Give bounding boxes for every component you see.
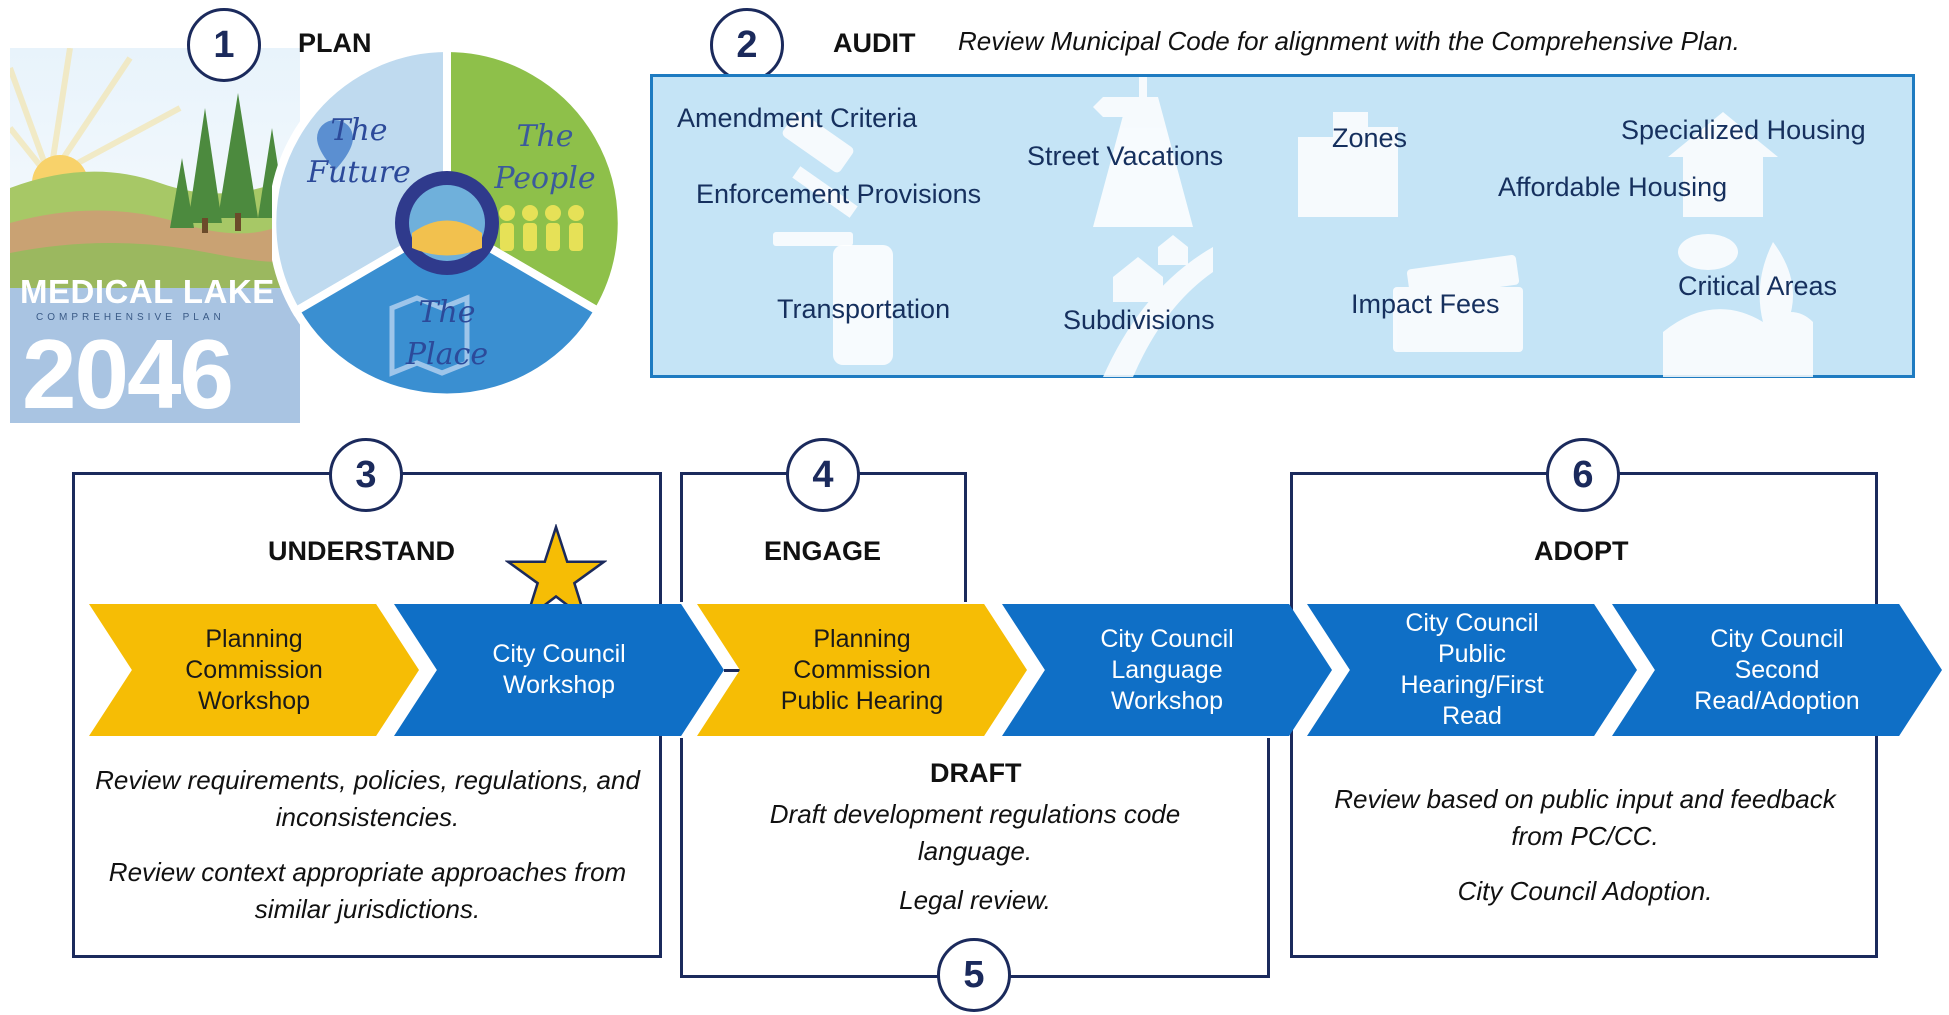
place-segment <box>290 218 604 402</box>
chevron-city-council-workshop: City Council Workshop <box>394 604 724 736</box>
segment-future-label: The Future <box>307 113 411 190</box>
step-4-number: 4 <box>786 438 860 512</box>
step-3-number: 3 <box>329 438 403 512</box>
logo-year: 2046 <box>22 319 234 429</box>
people-icon <box>499 205 584 251</box>
comprehensive-plan-logo: MEDICAL LAKE COMPREHENSIVE PLAN 2046 <box>7 47 301 429</box>
step-1-label: PLAN <box>298 28 372 58</box>
gavel-icon <box>773 111 858 246</box>
buildings-icon <box>1298 112 1398 217</box>
audit-street-vacations: Street Vacations <box>1027 141 1224 171</box>
landscape-illustration <box>7 47 301 423</box>
step-6-number: 6 <box>1546 438 1620 512</box>
draft-description: Draft development regulations code langu… <box>720 796 1230 937</box>
draft-text-2: Legal review. <box>899 885 1051 915</box>
map-icon <box>389 294 470 377</box>
step-5-label: DRAFT <box>930 758 1022 788</box>
chevron-planning-commission-public-hearing: Planning Commission Public Hearing <box>697 604 1027 736</box>
audit-impact-fees: Impact Fees <box>1351 289 1500 319</box>
segment-people-label: The People <box>494 119 596 196</box>
logo-city-name: MEDICAL LAKE <box>20 273 275 310</box>
money-icon <box>1393 255 1523 352</box>
audit-transportation: Transportation <box>777 294 951 324</box>
chevron-city-council-public-hearing-first-read: City Council Public Hearing/First Read <box>1307 604 1637 736</box>
understand-text-2: Review context appropriate approaches fr… <box>108 857 627 924</box>
adopt-text-2: City Council Adoption. <box>1457 876 1713 906</box>
chevron-planning-commission-workshop: Planning Commission Workshop <box>89 604 419 736</box>
connector-line <box>724 669 752 672</box>
step-2-description: Review Municipal Code for alignment with… <box>958 26 1740 56</box>
step-5-number: 5 <box>937 938 1011 1012</box>
audit-affordable-housing: Affordable Housing <box>1498 172 1728 202</box>
chevron-city-council-language-workshop: City Council Language Workshop <box>1002 604 1332 736</box>
house-icon <box>1668 112 1778 217</box>
step-2-label: AUDIT <box>833 28 916 58</box>
step-6-label: ADOPT <box>1534 536 1629 566</box>
adopt-text-1: Review based on public input and feedbac… <box>1334 784 1836 851</box>
street-icon <box>1093 77 1193 227</box>
step-2-number: 2 <box>710 8 784 82</box>
landscape-critical-areas-icon <box>1663 234 1813 377</box>
step-4-label: ENGAGE <box>764 536 882 566</box>
audit-zones: Zones <box>1332 123 1408 153</box>
chevron-city-council-second-read-adoption: City Council Second Read/Adoption <box>1612 604 1942 736</box>
audit-specialized-housing: Specialized Housing <box>1621 115 1866 145</box>
step-3-label: UNDERSTAND <box>268 536 455 566</box>
logo-subtitle: COMPREHENSIVE PLAN <box>36 312 225 323</box>
adopt-description: Review based on public input and feedbac… <box>1330 781 1840 928</box>
current-step-star-icon <box>505 524 607 623</box>
audit-amendment-criteria: Amendment Criteria <box>677 103 918 133</box>
audit-panel: Amendment Criteria Enforcement Provision… <box>650 74 1915 378</box>
understand-text-1: Review requirements, policies, regulatio… <box>95 765 640 832</box>
audit-enforcement-provisions: Enforcement Provisions <box>696 179 982 209</box>
audit-critical-areas: Critical Areas <box>1678 271 1838 301</box>
segment-place-label: The Place <box>405 295 489 372</box>
audit-subdivisions: Subdivisions <box>1063 305 1215 335</box>
map-pin-icon <box>317 120 353 170</box>
understand-description: Review requirements, policies, regulatio… <box>90 762 645 946</box>
subdivision-road-icon <box>1103 235 1213 377</box>
draft-text-1: Draft development regulations code langu… <box>769 799 1181 866</box>
step-1-number: 1 <box>187 8 261 82</box>
plan-wheel: The Future The People The Place <box>268 43 626 402</box>
traffic-light-icon <box>833 245 893 365</box>
